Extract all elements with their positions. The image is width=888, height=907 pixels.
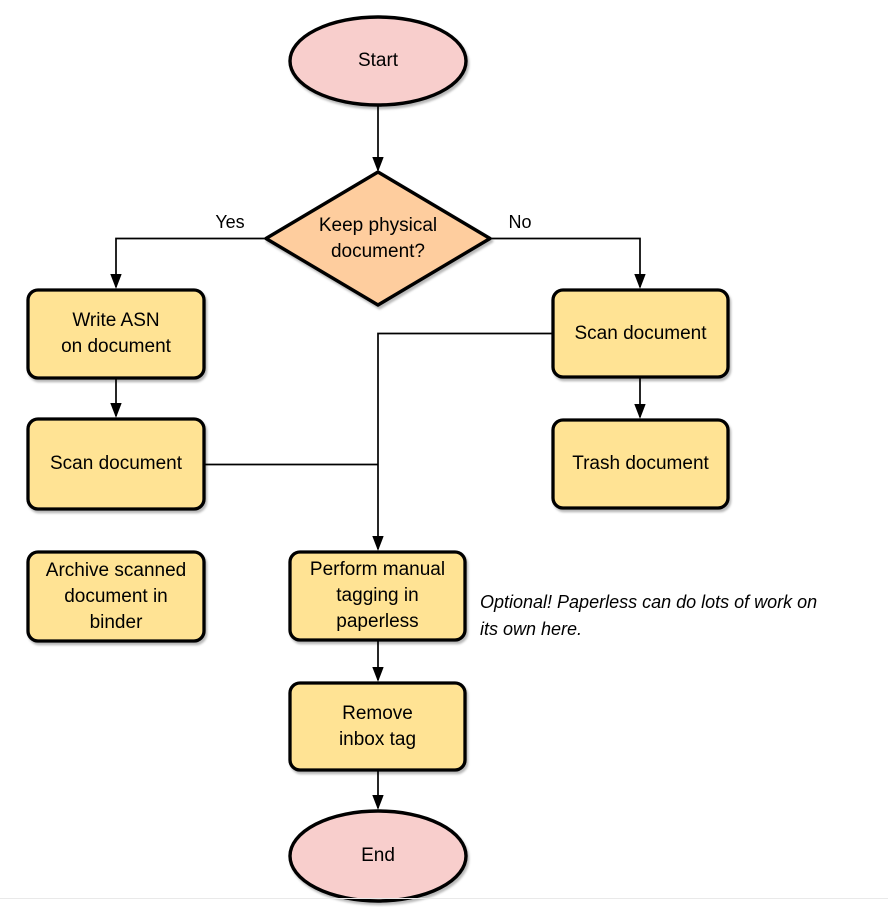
node-scan-right-label: Scan document — [574, 322, 707, 344]
node-archive-label: Archive scanned document in binder — [45, 559, 187, 633]
node-scan-right-shape — [551, 288, 730, 379]
bottom-divider — [0, 898, 888, 899]
node-decision-shape — [264, 170, 492, 307]
node-decision-label: Keep physical document? — [318, 214, 438, 262]
node-tagging-label: Perform manual tagging in paperless — [309, 559, 446, 632]
node-end-label: End — [361, 845, 395, 866]
edge-scan-right-to-tagging — [378, 332, 553, 550]
node-scan-left-label: Scan document — [49, 453, 183, 474]
node-remove-inbox-shape — [288, 681, 467, 772]
node-end-shape — [288, 809, 468, 903]
edge-decision-to-scan-right-no — [490, 237, 640, 288]
node-remove-inbox-label: Remove inbox tag — [338, 702, 417, 750]
annotation-note: Optional! Paperless can do lots of work … — [480, 592, 818, 639]
node-start-shape — [288, 15, 468, 107]
node-write-asn-label: Write ASN on document — [61, 310, 171, 357]
node-tagging-shape — [288, 550, 467, 642]
edge-decision-to-write-asn-yes — [116, 237, 266, 288]
node-trash-shape — [551, 418, 730, 510]
node-scan-left-shape — [26, 417, 206, 511]
node-trash-label: Trash document — [572, 453, 709, 474]
node-start-label: Start — [357, 50, 399, 71]
edge-label-yes: Yes — [215, 212, 245, 232]
node-write-asn-shape — [26, 288, 206, 380]
node-archive-shape — [26, 550, 206, 643]
edge-label-no: No — [508, 212, 532, 232]
